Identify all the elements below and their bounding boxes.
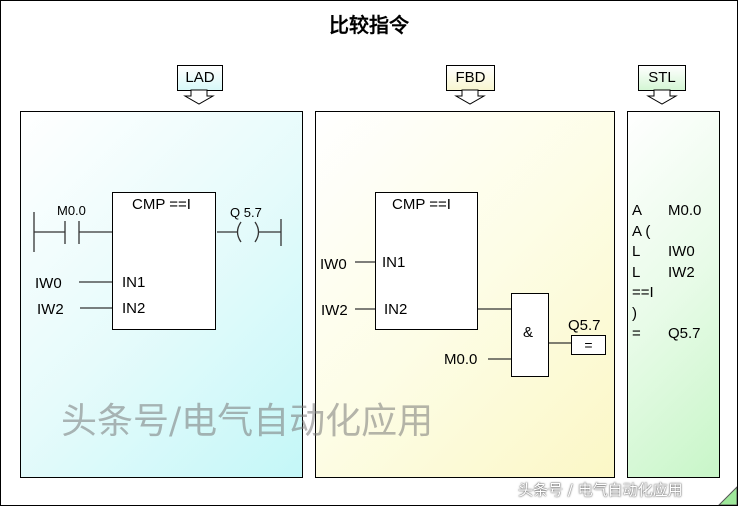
tag-stl: STL [638,65,686,91]
fbd-and-label: & [523,324,534,341]
fbd-block-label: CMP ==I [392,196,451,213]
fbd-in2: IN2 [384,301,408,318]
lad-contact-label: M0.0 [57,203,86,218]
tag-lad: LAD [177,65,223,91]
footer-watermark: 头条号 / 电气自动化应用 [518,481,683,499]
fbd-cmp-block [375,192,478,330]
fbd-op1: IW0 [320,256,347,273]
stl-op: L [632,263,641,281]
stl-op: A ( [632,222,651,240]
stl-panel [627,111,720,478]
watermark: 头条号/电气自动化应用 [61,401,434,442]
fbd-assign-block: = [571,335,606,355]
stl-op: ) [632,304,637,322]
stl-op: A [632,202,643,219]
arrow-lad [183,89,215,105]
arrow-fbd [454,89,486,105]
fbd-op2: IW2 [321,302,348,319]
lad-in2: IN2 [122,300,146,317]
stl-op: ==I [632,284,654,301]
stl-op: = [632,325,641,342]
stl-op: L [632,243,641,260]
page-title: 比较指令 [329,13,409,37]
lad-block-label: CMP ==I [132,196,191,213]
lad-op1: IW0 [35,275,62,292]
stl-operand: Q5.7 [668,325,701,342]
lad-in1: IN1 [122,274,146,291]
arrow-stl [646,89,678,105]
stl-operand: M0.0 [668,202,702,219]
stl-operand: IW2 [668,263,695,281]
lad-coil-label: Q 5.7 [230,205,262,220]
fbd-in1: IN1 [382,254,406,271]
stl-operand: IW0 [668,243,695,260]
fbd-and-block [511,293,549,377]
fbd-out: Q5.7 [568,317,601,334]
fbd-m: M0.0 [444,351,478,368]
lad-op2: IW2 [37,301,64,318]
lad-cmp-block [112,192,216,330]
